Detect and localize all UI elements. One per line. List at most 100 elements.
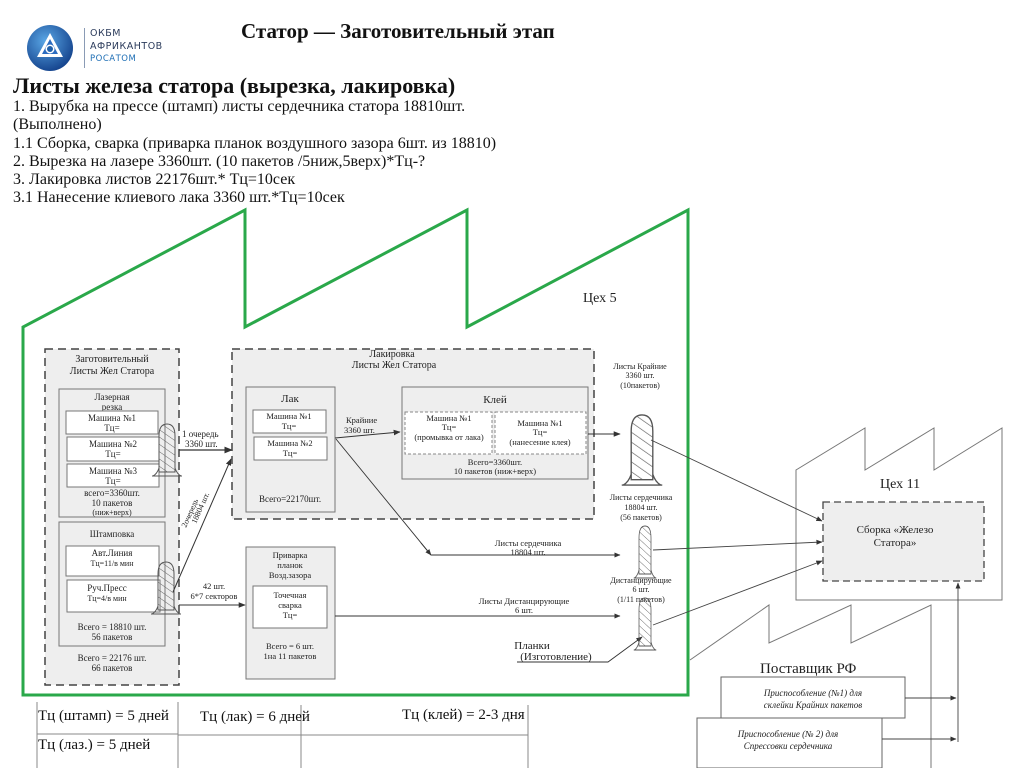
edge-sheets-label-2: 3360 шт. (344, 425, 375, 435)
queue2-arrow (172, 458, 232, 593)
assembly-label-2: Статора» (874, 537, 917, 549)
edge-to-assembly-arrow (650, 439, 823, 522)
lak-machine-2-tc: Тц= (283, 448, 298, 458)
lak-title: Лак (281, 393, 299, 405)
lakirovka-title-2: Листы Жел Статора (352, 360, 437, 371)
auto-line-box: Авт.Линия Тц=11/в мин (65, 545, 160, 577)
laser-machine-1: Машина №1 Тц= (65, 410, 159, 435)
machine-name: Машина №1 (88, 413, 136, 423)
core-sheets-arrowhead (420, 542, 432, 556)
edge-stack-label-1: Листы Крайние (613, 362, 667, 371)
edge-sheet-stack-icon (621, 414, 663, 486)
note-line: 1.1 Сборка, сварка (приварка планок возд… (13, 134, 497, 152)
welding-total-2: 1на 11 пакетов (264, 651, 317, 661)
fixture-1-box: Приспособление (№1) для склейки Крайних … (720, 676, 906, 719)
core-stack-label-2: 18804 шт. (624, 503, 657, 512)
fixture-2-line-1: Приспособление (№ 2) для (737, 729, 838, 739)
welding-inner-1: Точечная (274, 590, 307, 600)
glue-m2-tc: Тц= (533, 427, 548, 437)
spacer-stack-label-2: 6 шт. (632, 585, 649, 594)
logo-text: ОКБМ АФРИКАНТОВ РОСАТОМ (90, 28, 163, 66)
glue-box: Клей Машина №1 Тц= (промывка от лака) Ма… (401, 386, 589, 480)
welding-total-1: Всего = 6 шт. (266, 641, 314, 651)
rosatom-logo-icon (27, 25, 73, 71)
fixture-2-box: Приспособление (№ 2) для Спрессовки серд… (696, 717, 883, 768)
laser-total-2: 10 пакетов (92, 498, 133, 508)
welding-title-3: Возд.зазора (269, 570, 312, 580)
welding-inner-2: сварка (278, 600, 302, 610)
sectors-label-2: 6*7 секторов (191, 591, 238, 601)
core-stack-label-1: Листы сердечника (610, 493, 673, 502)
welding-title-1: Приварка (273, 550, 308, 560)
lakirovka-title-1: Лакировка (369, 349, 415, 360)
process-notes: 1. Вырубка на прессе (штамп) листы серде… (13, 98, 496, 208)
lak-machine-1-tc: Тц= (282, 421, 297, 431)
machine-tc: Тц= (104, 423, 119, 433)
glue-total-1: Всего=3360шт. (468, 457, 522, 467)
zagotovitelny-total-2: 66 пакетов (92, 663, 133, 673)
auto-line-label: Авт.Линия (92, 548, 133, 558)
spacer-to-assembly-arrow (652, 560, 823, 626)
supplier-outline (689, 604, 932, 768)
zagotovitelny-title-2: Листы Жел Статора (70, 366, 155, 377)
core-to-assembly-arrow (652, 539, 823, 551)
cycle-stamp: Тц (штамп) = 5 дней (38, 708, 169, 724)
zagotovitelny-total-1: Всего = 22176 шт. (78, 653, 147, 663)
fixture-1-line-2: склейки Крайних пакетов (764, 700, 863, 710)
logo-line-2: АФРИКАНТОВ (90, 40, 163, 52)
fixture-2-line-2: Спрессовки сердечника (744, 741, 833, 751)
laser-total-1: всего=3360шт. (84, 488, 140, 498)
company-logo: ОКБМ АФРИКАНТОВ РОСАТОМ (22, 22, 182, 72)
lak-machine-1-name: Машина №1 (266, 411, 311, 421)
glue-m1-tc: Тц= (442, 422, 457, 432)
machine-tc: Тц= (105, 476, 120, 486)
laser-total-3: (ниж+верх) (92, 508, 132, 517)
machine-tc: Тц= (105, 449, 120, 459)
welding-title-2: планок (277, 560, 303, 570)
stamping-total-1: Всего = 18810 шт. (78, 622, 147, 632)
edge-stack-label-3: (10пакетов) (620, 381, 660, 390)
supplier-label: Поставщик РФ (760, 661, 857, 677)
edge-stack-label-2: 3360 шт. (625, 371, 654, 380)
fixture-1-line-1: Приспособление (№1) для (763, 688, 862, 698)
glue-m2-note: (нанесение клея) (509, 437, 570, 447)
logo-divider (84, 28, 85, 68)
cycle-glue: Тц (клей) = 2-3 дня (402, 707, 525, 723)
spacer-sheet-stack-icon (633, 597, 657, 651)
core-sheets-label-2: 18804 шт. (510, 547, 545, 557)
core-stack-label-3: (56 пакетов) (620, 513, 662, 522)
workshop5-outline (21, 207, 690, 697)
lak-machine-2-name: Машина №2 (267, 438, 312, 448)
page-title: Статор — Заготовительный этап (241, 19, 555, 43)
note-line: 2. Вырезка на лазере 3360шт. (10 пакетов… (13, 152, 426, 170)
cycle-lacquer: Тц (лак) = 6 дней (200, 709, 310, 725)
logo-line-3: РОСАТОМ (90, 54, 137, 64)
core-sheet-stack-icon (633, 525, 657, 579)
glue-m1-name: Машина №1 (426, 413, 471, 423)
logo-line-1: ОКБМ (90, 28, 121, 39)
machine-name: Машина №2 (89, 439, 137, 449)
cycle-time-table (36, 702, 529, 768)
manual-press-tc: Тц=4/в мин (87, 594, 127, 603)
glue-m1-note: (промывка от лака) (414, 432, 483, 442)
stamping-title: Штамповка (90, 529, 135, 539)
glue-title: Клей (483, 394, 507, 406)
welding-box: Приварка планок Возд.зазора Точечная сва… (245, 546, 336, 680)
note-line: 1. Вырубка на прессе (штамп) листы серде… (13, 98, 466, 115)
bars-label-1: Планки (514, 640, 550, 652)
assembly-box (822, 501, 985, 582)
edge-sheets-arrow (334, 429, 401, 439)
laser-machine-3: Машина №3 Тц= (66, 463, 160, 488)
note-line: 3. Лакировка листов 22176шт.* Тц=10сек (13, 171, 296, 189)
lak-box: Лак Машина №1 Тц= Машина №2 Тц= Всего=22… (245, 386, 336, 513)
edge-sheets-label-1: Крайние (346, 415, 377, 425)
spacer-sheets-label-2: 6 шт. (515, 605, 533, 615)
zagotovitelny-title-1: Заготовительный (75, 354, 149, 365)
section-heading: Листы железа статора (вырезка, лакировка… (13, 73, 456, 98)
core-sheets-label-1: Листы сердечника (495, 538, 562, 548)
workshop5-label: Цех 5 (583, 291, 617, 306)
welding-inner-3: Тц= (283, 610, 298, 620)
laser-title-2: резка (102, 402, 122, 412)
cycle-laser: Тц (лаз.) = 5 дней (38, 737, 151, 753)
